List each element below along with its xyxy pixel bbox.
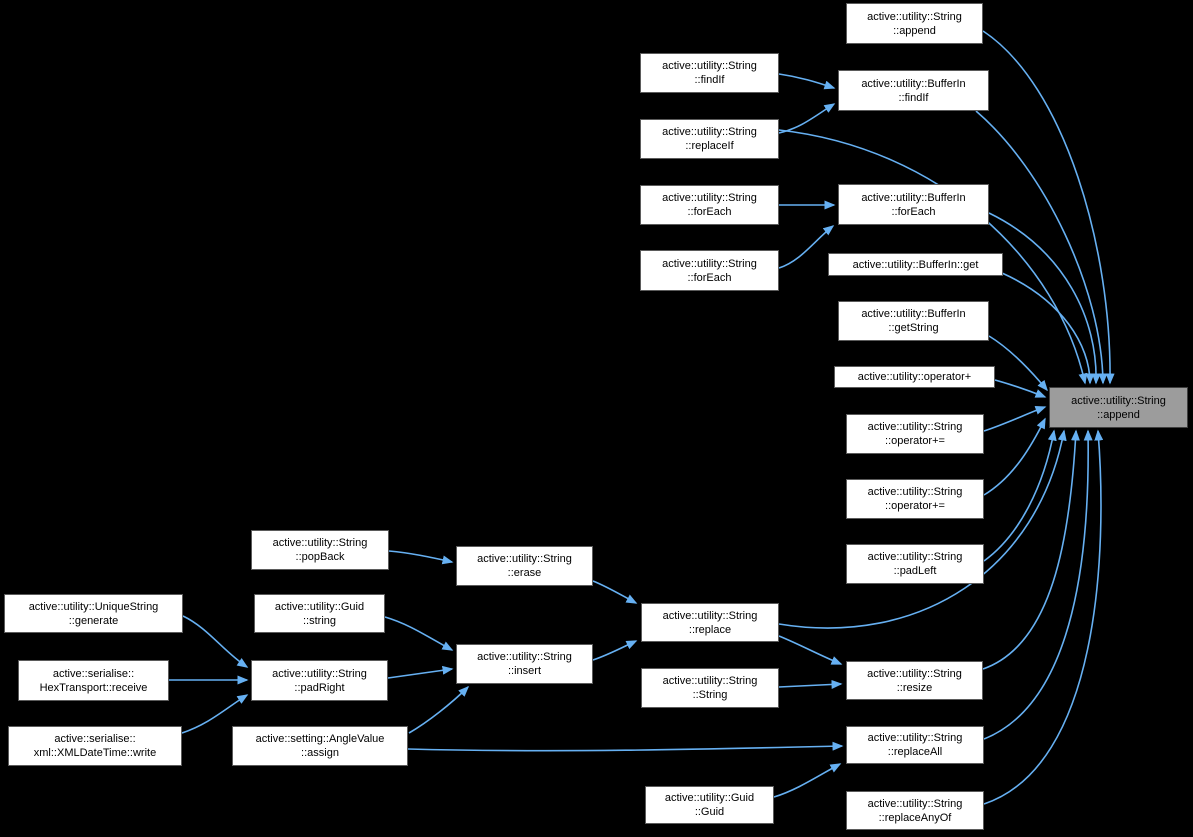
node-label: active::utility::Guid ::Guid bbox=[664, 792, 755, 818]
node-string-erase[interactable]: active::utility::String ::erase bbox=[456, 546, 593, 586]
node-operator-plus[interactable]: active::utility::operator+ bbox=[834, 366, 995, 388]
node-label: active::utility::BufferIn::get bbox=[852, 258, 979, 271]
edge-string-popback--string-erase bbox=[388, 550, 454, 565]
node-bufferin-foreach[interactable]: active::utility::BufferIn ::forEach bbox=[838, 184, 989, 225]
edge-string-padright--string-insert bbox=[387, 665, 454, 679]
node-label: active::utility::String ::resize bbox=[867, 667, 962, 694]
node-string-replaceall[interactable]: active::utility::String ::replaceAll bbox=[846, 726, 984, 764]
node-label: active::serialise:: xml::XMLDateTime::wr… bbox=[33, 733, 157, 759]
node-label: active::utility::Guid ::string bbox=[274, 600, 365, 627]
node-xmldatetime-write[interactable]: active::serialise:: xml::XMLDateTime::wr… bbox=[8, 726, 182, 766]
node-string-insert[interactable]: active::utility::String ::insert bbox=[456, 644, 593, 684]
node-string-foreach-b[interactable]: active::utility::String ::forEach bbox=[640, 250, 779, 291]
node-label: active::utility::String ::operator+= bbox=[867, 421, 963, 447]
edge-operator-pluseq-b--string-append bbox=[983, 417, 1046, 496]
edge-string-padleft--string-append bbox=[983, 429, 1057, 562]
edge-operator-pluseq-a--string-append bbox=[983, 406, 1047, 432]
edge-string-replaceanyof--string-append bbox=[983, 429, 1104, 805]
edge-string-replaceif--bufferin-findif bbox=[778, 103, 836, 134]
node-label: active::utility::String ::replaceAnyOf bbox=[867, 797, 963, 824]
node-label: active::utility::String ::findIf bbox=[662, 60, 757, 86]
node-bufferin-findif[interactable]: active::utility::BufferIn ::findIf bbox=[838, 70, 989, 111]
node-guid-string[interactable]: active::utility::Guid ::string bbox=[254, 594, 385, 633]
node-hextransport-receive[interactable]: active::serialise:: HexTransport::receiv… bbox=[18, 660, 169, 701]
node-string-foreach-a[interactable]: active::utility::String ::forEach bbox=[640, 185, 779, 225]
node-bufferin-get[interactable]: active::utility::BufferIn::get bbox=[828, 253, 1003, 276]
node-label: active::utility::String ::append bbox=[1071, 394, 1166, 421]
node-string-replace[interactable]: active::utility::String ::replace bbox=[641, 603, 779, 642]
node-label: active::utility::String ::replace bbox=[662, 609, 758, 636]
node-label: active::utility::String ::popBack bbox=[272, 537, 368, 563]
edge-string-replace--string-append bbox=[778, 429, 1067, 629]
edge-string-findif--bufferin-findif bbox=[778, 73, 836, 90]
node-label: active::utility::BufferIn ::getString bbox=[861, 308, 966, 334]
edge-bufferin-findif--string-append bbox=[975, 110, 1108, 385]
node-label: active::utility::String ::replaceAll bbox=[867, 732, 963, 758]
node-uniquestring-generate[interactable]: active::utility::UniqueString ::generate bbox=[4, 594, 183, 633]
node-operator-pluseq-a[interactable]: active::utility::String ::operator+= bbox=[846, 414, 984, 454]
edge-string-string--string-resize bbox=[778, 679, 843, 689]
node-label: active::utility::String ::String bbox=[662, 675, 758, 701]
node-anglevalue-assign[interactable]: active::setting::AngleValue ::assign bbox=[232, 726, 408, 766]
node-string-append[interactable]: active::utility::String ::append bbox=[1049, 387, 1188, 428]
node-string-replaceanyof[interactable]: active::utility::String ::replaceAnyOf bbox=[846, 791, 984, 830]
edge-anglevalue-assign--string-replaceall bbox=[407, 741, 844, 752]
node-label: active::utility::String ::forEach bbox=[662, 192, 757, 218]
edge-string-erase--string-replace bbox=[592, 580, 638, 604]
node-append-top[interactable]: active::utility::String ::append bbox=[846, 3, 983, 44]
edge-bufferin-foreach--string-append bbox=[988, 212, 1101, 385]
node-label: active::utility::String ::append bbox=[867, 10, 962, 37]
node-string-replaceif[interactable]: active::utility::String ::replaceIf bbox=[640, 119, 779, 159]
edge-string-foreach-b--bufferin-foreach bbox=[778, 225, 835, 269]
node-string-popback[interactable]: active::utility::String ::popBack bbox=[251, 530, 389, 570]
edge-append-top--string-append bbox=[982, 30, 1115, 385]
node-string-findif[interactable]: active::utility::String ::findIf bbox=[640, 53, 779, 93]
edge-anglevalue-assign--string-insert bbox=[408, 685, 470, 734]
node-string-padright[interactable]: active::utility::String ::padRight bbox=[251, 660, 388, 701]
edge-string-replace--string-resize bbox=[778, 635, 843, 665]
edge-string-resize--string-append bbox=[982, 429, 1080, 670]
node-label: active::utility::String ::replaceIf bbox=[662, 126, 757, 152]
node-label: active::utility::BufferIn ::findIf bbox=[861, 77, 966, 104]
edge-guid-string--string-insert bbox=[384, 616, 454, 651]
edge-bufferin-getstring--string-append bbox=[988, 335, 1048, 392]
node-label: active::utility::BufferIn ::forEach bbox=[861, 191, 966, 218]
node-label: active::utility::operator+ bbox=[857, 371, 972, 383]
node-label: active::serialise:: HexTransport::receiv… bbox=[39, 667, 148, 694]
node-bufferin-getstring[interactable]: active::utility::BufferIn ::getString bbox=[838, 301, 989, 341]
edge-string-insert--string-replace bbox=[592, 640, 638, 661]
edge-uniquestring-generate--string-padright bbox=[182, 615, 249, 668]
edge-guid-guid--string-replaceall bbox=[773, 763, 842, 798]
edge-operator-plus--string-append bbox=[994, 379, 1047, 398]
node-label: active::utility::String ::padLeft bbox=[867, 551, 963, 577]
node-string-resize[interactable]: active::utility::String ::resize bbox=[846, 661, 983, 700]
node-label: active::utility::String ::insert bbox=[477, 651, 572, 677]
node-label: active::utility::String ::forEach bbox=[662, 257, 757, 284]
node-string-string[interactable]: active::utility::String ::String bbox=[641, 668, 779, 708]
node-label: active::utility::String ::operator+= bbox=[867, 486, 963, 512]
node-string-padleft[interactable]: active::utility::String ::padLeft bbox=[846, 544, 984, 584]
node-guid-guid[interactable]: active::utility::Guid ::Guid bbox=[645, 786, 774, 824]
edge-xmldatetime-write--string-padright bbox=[181, 694, 249, 734]
node-label: active::utility::String ::erase bbox=[477, 553, 572, 579]
node-operator-pluseq-b[interactable]: active::utility::String ::operator+= bbox=[846, 479, 984, 519]
node-label: active::setting::AngleValue ::assign bbox=[255, 733, 385, 759]
edge-string-replaceall--string-append bbox=[983, 429, 1093, 740]
node-label: active::utility::String ::padRight bbox=[272, 667, 367, 694]
node-label: active::utility::UniqueString ::generate bbox=[28, 600, 159, 627]
edge-bufferin-get--string-append bbox=[1001, 272, 1095, 385]
